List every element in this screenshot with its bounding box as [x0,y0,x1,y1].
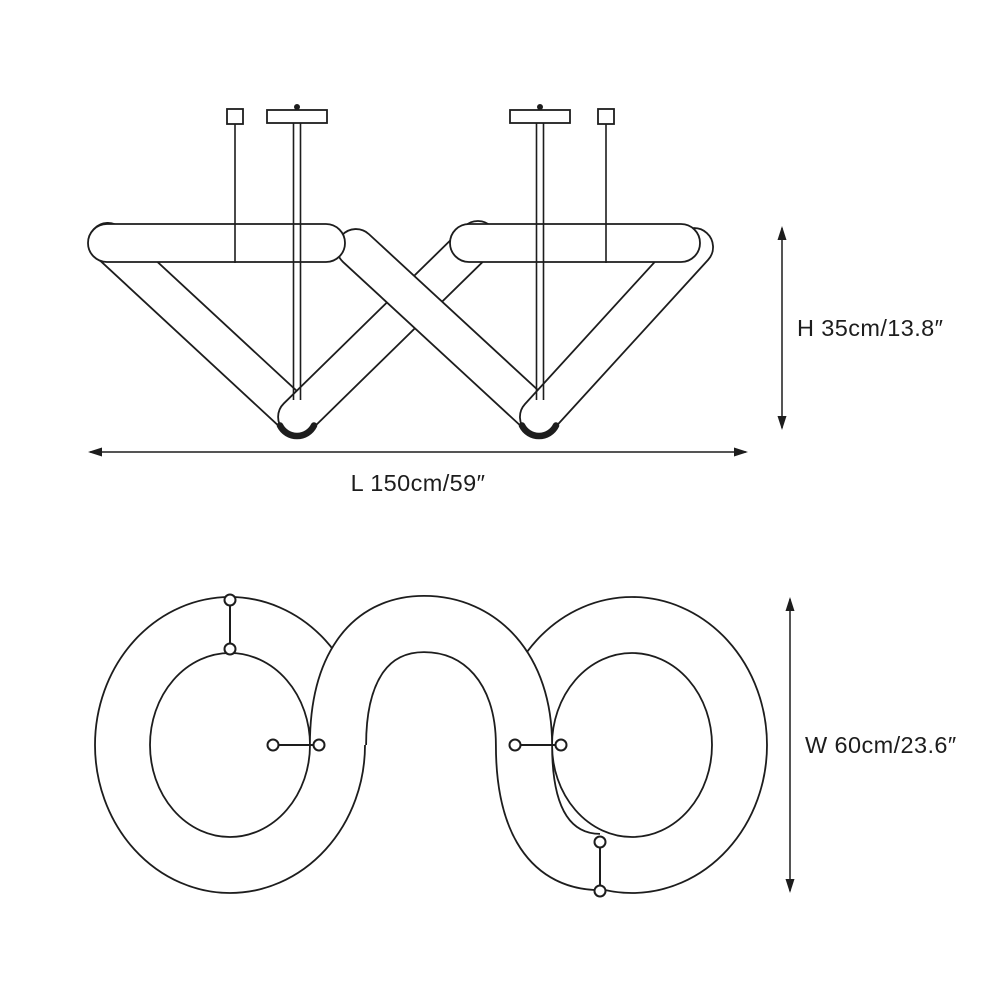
dimension-width-arrow-bottom [785,879,795,893]
dimension-height-label: H 35cm/13.8″ [797,315,943,341]
loop-right-inner [551,652,713,838]
ceiling-canopy-right [509,109,571,124]
dimension-length-arrow-right [734,447,748,457]
dimension-height-arrow-bottom [777,416,787,430]
s-tube-body [310,596,602,890]
suspension-rod-canopy-right [535,123,545,400]
connector-pin-middle-left-ring-a [266,738,280,752]
dimension-length: L 150cm/59″ [88,447,748,496]
ceiling-cap-right [597,108,615,125]
dimension-length-label: L 150cm/59″ [351,470,486,496]
connector-pin-top-left-ring-a [223,593,237,607]
connector-pin-bottom-right-ring-a [593,835,607,849]
front-view-drawing: H 35cm/13.8″ L 150cm/59″ [87,104,943,496]
suspension-rod-canopy-left [292,123,302,400]
ceiling-canopy-left [266,109,328,124]
plan-view-drawing: W 60cm/23.6″ [94,593,957,898]
connector-pin-top-left [223,593,237,656]
connector-pin-bottom-right [593,835,607,898]
dimension-width-arrow-top [785,597,795,611]
connector-pin-bottom-right-ring-b [593,884,607,898]
dimension-height: H 35cm/13.8″ [777,226,943,430]
connector-pin-middle-right [508,738,568,752]
tube-horizontal-left [87,223,346,263]
dimension-length-arrow-left [88,447,102,457]
dimension-width-label: W 60cm/23.6″ [805,732,957,758]
canopy-nub-right [537,104,543,110]
vertex-clamp-left [276,422,318,440]
connector-pin-middle-right-ring-a [508,738,522,752]
connector-pin-middle-right-ring-b [554,738,568,752]
vertex-clamp-right [518,422,560,440]
ceiling-cap-left [226,108,244,125]
tube-horizontal-right [449,223,701,263]
connector-pin-middle-left-ring-b [312,738,326,752]
dimension-width: W 60cm/23.6″ [785,597,957,893]
connector-pin-middle-left [266,738,326,752]
canopy-nub-left [294,104,300,110]
connector-pin-top-left-ring-b [223,642,237,656]
dimension-height-arrow-top [777,226,787,240]
